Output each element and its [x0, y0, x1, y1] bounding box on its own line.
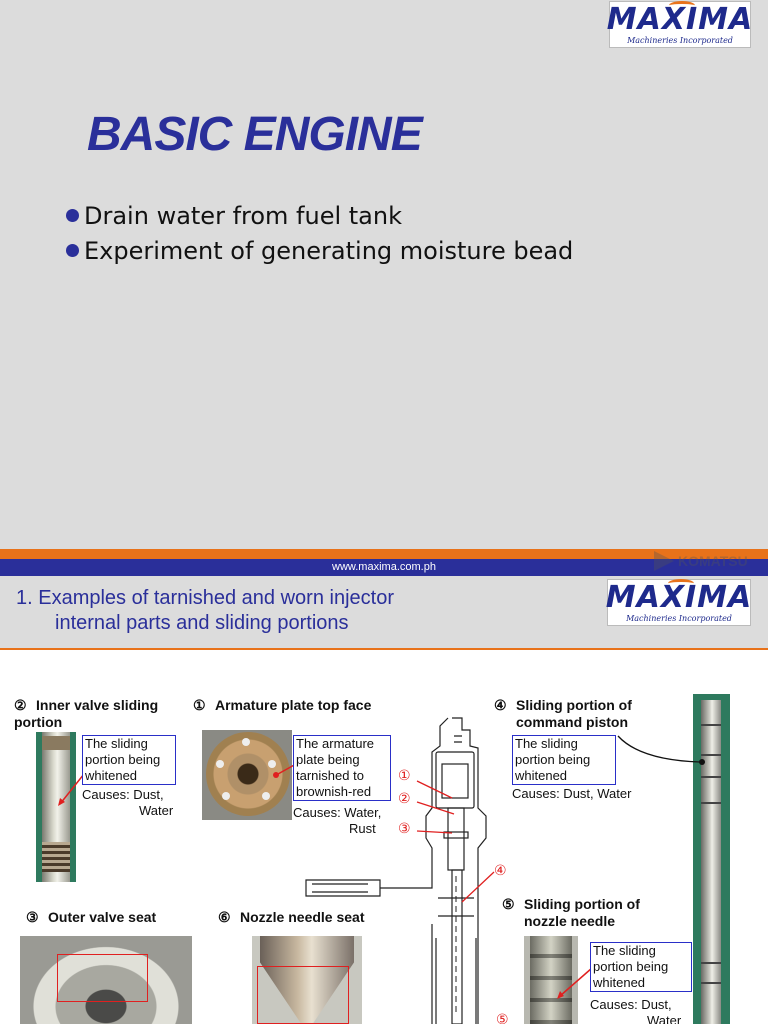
bullet-dot-icon: [66, 209, 79, 222]
footer-url[interactable]: www.maxima.com.ph: [332, 561, 436, 573]
bullet-item: Experiment of generating moisture bead: [66, 233, 573, 268]
slide-2-title: 1. Examples of tarnished and worn inject…: [16, 586, 394, 636]
outer-valve-highlight: [57, 954, 148, 1002]
cause-command-piston: Causes: Dust, Water: [512, 786, 632, 801]
diagram-marker: ③: [398, 821, 411, 837]
cause-nozzle-needle: Causes: Dust, Water: [590, 997, 682, 1024]
komatsu-watermark: KOMATSU: [654, 551, 748, 571]
outer-valve-photo: [20, 936, 192, 1024]
nozzle-needle-photo: [524, 936, 578, 1024]
header-divider: [0, 648, 768, 650]
cause-inner-valve: Causes: Dust, Water: [82, 787, 174, 818]
logo-swoosh-icon: [667, 578, 694, 588]
note-inner-valve: The sliding portion being whitened: [82, 735, 176, 785]
note-command-piston: The sliding portion being whitened: [512, 735, 616, 785]
nozzle-needle-pointer: [557, 967, 593, 999]
slide-title: BASIC ENGINE: [87, 108, 423, 161]
diagram-marker: ④: [494, 863, 507, 879]
footer-blue-bar: [0, 559, 768, 576]
slide-2: 1. Examples of tarnished and worn inject…: [0, 576, 768, 1024]
bullet-dot-icon: [66, 244, 79, 257]
bullet-text: Experiment of generating moisture bead: [84, 236, 574, 265]
command-piston-photo: [693, 694, 730, 1024]
logo-tagline: Machineries Incorporated: [627, 35, 733, 45]
play-triangle-icon: [654, 551, 674, 571]
note-nozzle-needle: The sliding portion being whitened: [590, 942, 692, 992]
watermark-text: KOMATSU: [678, 553, 748, 569]
logo-swoosh-icon: [668, 0, 695, 10]
cause-armature: Causes: Water, Rust: [293, 805, 382, 836]
diagram-marker: ①: [398, 768, 411, 784]
diagram-marker: ②: [398, 791, 411, 807]
command-piston-pointer: [617, 735, 705, 765]
title-line-1: 1. Examples of tarnished and worn inject…: [16, 587, 394, 609]
inner-valve-photo: [36, 732, 76, 882]
note-armature: The armature plate being tarnished to br…: [293, 735, 391, 801]
maxima-logo: MAXIMA Machineries Incorporated: [606, 578, 751, 626]
inner-valve-pointer: [58, 773, 85, 806]
bullet-text: Drain water from fuel tank: [84, 201, 402, 230]
logo-tagline: Machineries Incorporated: [626, 613, 732, 623]
maxima-logo: MAXIMA Machineries Incorporated: [607, 0, 752, 48]
slide-1: MAXIMA Machineries Incorporated BASIC EN…: [0, 0, 768, 576]
footer-orange-bar: [0, 549, 768, 559]
bullet-item: Drain water from fuel tank: [66, 198, 573, 233]
slide-2-header: 1. Examples of tarnished and worn inject…: [0, 576, 768, 650]
diagram-marker: ⑤: [496, 1012, 509, 1024]
title-line-2: internal parts and sliding portions: [55, 612, 349, 634]
nozzle-seat-photo: [252, 936, 362, 1024]
bullet-list: Drain water from fuel tank Experiment of…: [66, 198, 573, 268]
